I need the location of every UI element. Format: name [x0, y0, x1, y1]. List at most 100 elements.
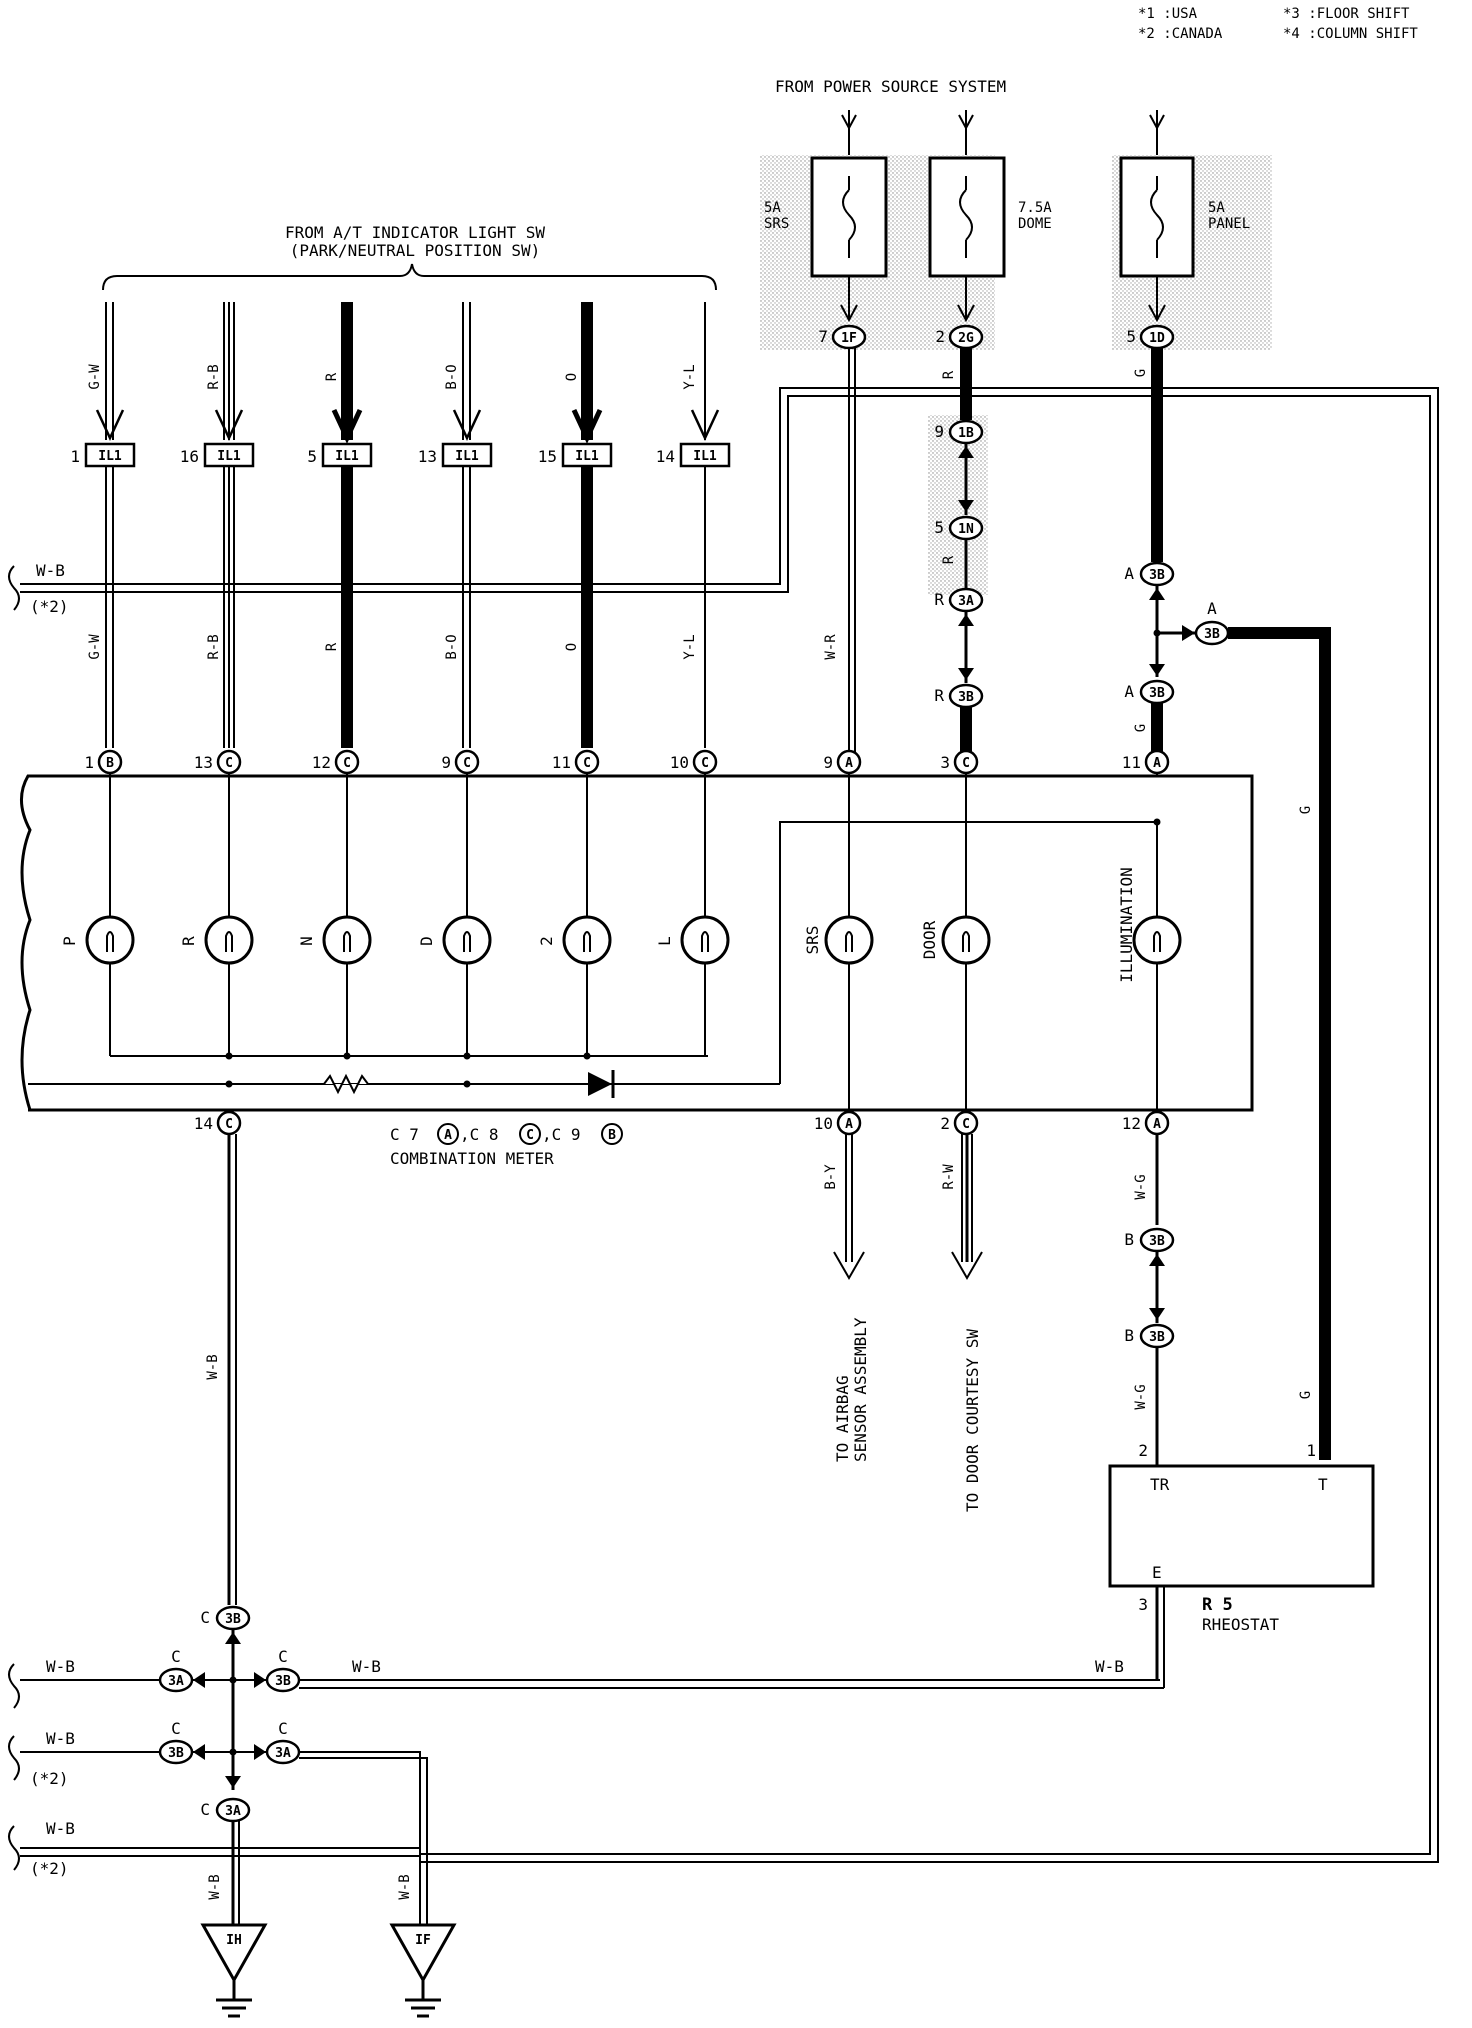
meter-bottom-pin-3: 2 [940, 1114, 950, 1133]
meter-top-pin-4: 9 [441, 753, 451, 772]
legend-floor-shift: *3 :FLOOR SHIFT [1283, 6, 1410, 22]
power-source-label: FROM POWER SOURCE SYSTEM [775, 77, 1006, 96]
meter-top-pin-2: 13 [194, 753, 213, 772]
il1-pin-5: 15 [538, 447, 557, 466]
dome-path: R 1B 9 1N 5 R 3A R 3B R [934, 348, 984, 762]
lamp-label-7: SRS [803, 926, 822, 955]
lamp-2: 2 [537, 776, 612, 1056]
panel-wire-g-bottom: G [1133, 724, 1149, 732]
pin-3a-gnd-bottom: C [200, 1800, 210, 1819]
lamp-label-3: N [297, 936, 316, 946]
conn-3b-gnd-top: 3B [225, 1612, 241, 1627]
conn-3a-right2: 3A [275, 1746, 291, 1761]
conn-2g: 2G [958, 331, 974, 346]
fuse-connectors: 1F 7 2G 2 1D 5 [818, 276, 1175, 350]
il1-wire-mid-6: Y-L [682, 634, 698, 659]
lamp-label-8: DOOR [920, 920, 939, 959]
pin-3b-branch: A [1207, 599, 1217, 618]
il1-wire-top-1: G-W [87, 364, 103, 390]
dome-wire-r2: R [941, 555, 957, 564]
il1-wire-mid-3: R [324, 642, 340, 651]
pin-3a-left1: C [171, 1647, 181, 1666]
lamp-n: N [297, 776, 372, 1056]
lamp-door: DOOR [920, 776, 991, 1110]
meter-top-pin-9: 11 [1122, 753, 1141, 772]
pin-3b-dome: R [934, 686, 944, 705]
meter-top-pin-3: 12 [312, 753, 331, 772]
pin-3a-right2: C [278, 1719, 288, 1738]
meter-code-a: C 7 [390, 1125, 419, 1144]
fuse-dome: 7.5A DOME [928, 110, 1052, 278]
lamp-l: L [655, 776, 730, 1056]
il1-pin-6: 14 [656, 447, 675, 466]
il1-pin-4: 13 [418, 447, 437, 466]
meter-top-conn-4: C [463, 756, 471, 771]
row3-note: (*2) [30, 1859, 69, 1878]
junction-shade [928, 415, 988, 595]
conn-3a-gnd-bottom: 3A [225, 1804, 241, 1819]
fuse-dome-amp: 7.5A [1018, 200, 1052, 216]
il1-inputs: IL11G-WG-WIL116R-BR-BIL15RRIL113B-OB-OIL… [70, 302, 731, 748]
il1-wire-mid-4: B-O [444, 634, 460, 659]
conn-3a-dome: 3A [958, 594, 974, 609]
conn-1f: 1F [841, 331, 857, 346]
il1-conn-6: IL1 [693, 449, 717, 464]
ground-main-wire: W-B [205, 1354, 221, 1379]
il1-pin-2: 16 [180, 447, 199, 466]
panel-path: G 3B A 3B A G G 3B A G [1124, 348, 1331, 1460]
gnd-wire-1-label: W-B [207, 1874, 223, 1899]
srs-wire-label: W-R [823, 634, 839, 660]
ground-ih: IH [226, 1933, 242, 1948]
il1-conn-1: IL1 [98, 449, 122, 464]
pin-3b-right1: C [278, 1647, 288, 1666]
il1-conn-4: IL1 [455, 449, 479, 464]
row3-wire-label: W-B [46, 1819, 75, 1838]
pin-3b-panel-2: A [1124, 682, 1134, 701]
rheostat-t: T [1318, 1475, 1328, 1494]
meter-bottom-pin-4: 12 [1122, 1114, 1141, 1133]
il1-wire-top-4: B-O [444, 364, 460, 389]
row1-wire-label: W-B [46, 1657, 75, 1676]
lamp-label-4: D [417, 936, 436, 946]
meter-code-b: ,C 8 [460, 1125, 499, 1144]
il1-wire-top-3: R [324, 372, 340, 381]
lamp-label-9: ILLUMINATION [1117, 867, 1136, 983]
airbag-wire-label: B-Y [823, 1164, 839, 1190]
meter-name: COMBINATION METER [390, 1149, 554, 1168]
il1-wire-mid-2: R-B [206, 634, 222, 659]
right-wire-g-2: G [1298, 1391, 1314, 1399]
row1-right-label: W-B [1095, 1657, 1124, 1676]
il1-conn-3: IL1 [335, 449, 359, 464]
right-wire-g-1: G [1298, 806, 1314, 814]
meter-bottom-conn-3: C [962, 1117, 970, 1132]
il1-wire-mid-1: G-W [87, 634, 103, 660]
row2-wire-label: W-B [46, 1729, 75, 1748]
dome-wire-r1: R [941, 370, 957, 379]
il1-pin-3: 5 [307, 447, 317, 466]
fuse-panel-amp: 5A [1208, 200, 1225, 216]
meter-top-conn-6: C [701, 756, 709, 771]
meter-bottom-pin-2: 10 [814, 1114, 833, 1133]
rheostat-code: R 5 [1202, 1595, 1233, 1615]
ground-if: IF [415, 1933, 431, 1948]
meter-bottom-conn-2: A [845, 1117, 853, 1132]
pin-3b-left2: C [171, 1719, 181, 1738]
shield-wire-loop: W-B (*2) [8, 387, 1439, 1863]
meter-bottom-pin-circle-2 [836, 1110, 862, 1136]
pin-2g: 2 [935, 327, 945, 346]
meter-top-conn-3: C [343, 756, 351, 771]
pin-3b-gnd-top: C [200, 1608, 210, 1627]
lamp-label-6: L [655, 936, 674, 946]
meter-top-conn-1: B [106, 756, 114, 771]
il1-conn-2: IL1 [217, 449, 241, 464]
lamp-srs: SRS [803, 776, 874, 1110]
meter-top-conn-9: A [1153, 756, 1161, 771]
lamp-label-2: R [179, 936, 198, 946]
fuse-srs: 5A SRS [764, 110, 888, 278]
pin-1n: 5 [934, 518, 944, 537]
